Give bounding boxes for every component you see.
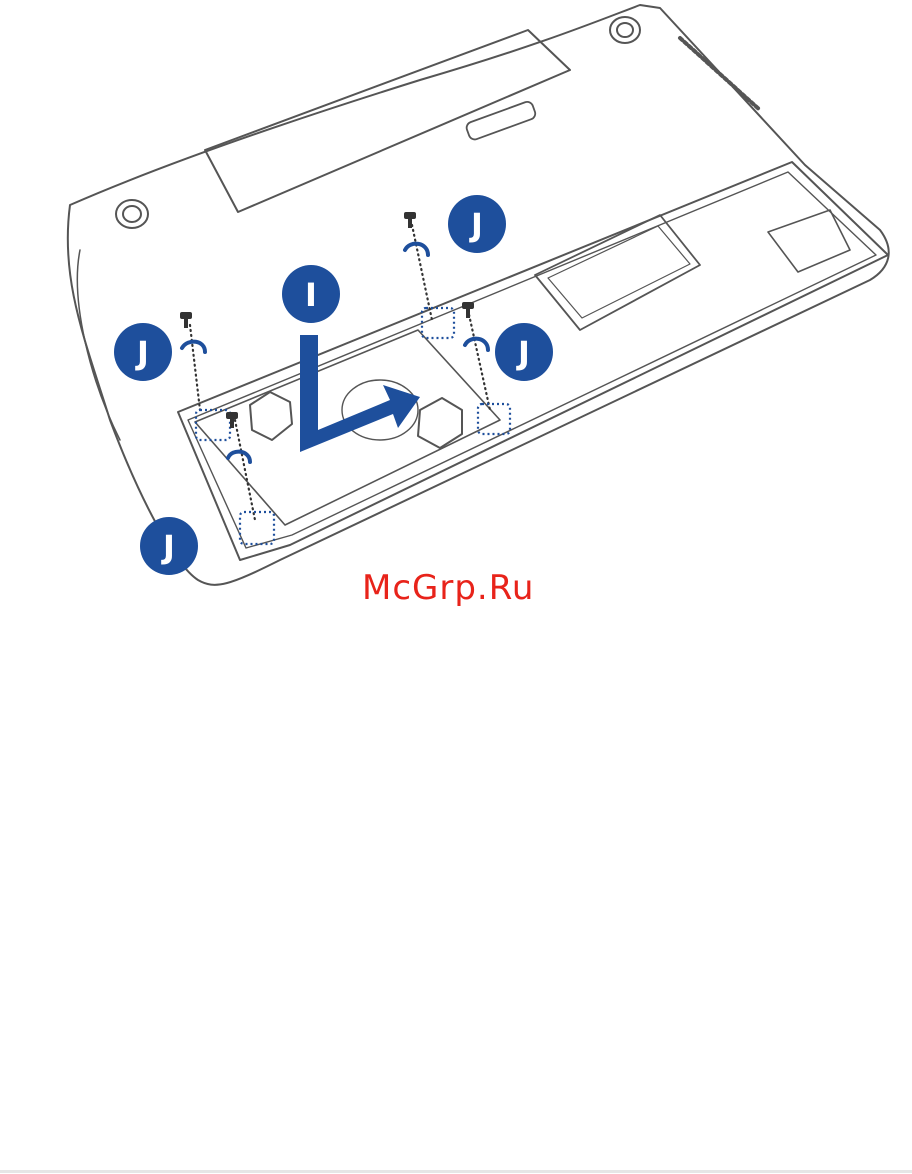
- svg-text:I: I: [305, 276, 317, 314]
- callout-j-bottom: J: [140, 517, 198, 575]
- screw-icon: [462, 302, 474, 309]
- callout-j-left: J: [114, 323, 172, 381]
- laptop-body-outline: [68, 5, 889, 585]
- callout-j-right: J: [495, 323, 553, 381]
- screw-icon: [404, 212, 416, 219]
- watermark-text: McGrp.Ru: [362, 568, 534, 608]
- laptop-underside-illustration: I J J J J: [0, 0, 912, 600]
- svg-text:J: J: [135, 334, 149, 372]
- svg-text:J: J: [516, 334, 530, 372]
- svg-text:J: J: [161, 528, 175, 566]
- callout-i: I: [282, 265, 340, 323]
- callout-j-top: J: [448, 195, 506, 253]
- screw-icon: [180, 312, 192, 319]
- screw-icon: [226, 412, 238, 419]
- page-divider: [0, 1170, 912, 1173]
- battery-outline: [205, 30, 570, 212]
- svg-text:J: J: [469, 206, 483, 244]
